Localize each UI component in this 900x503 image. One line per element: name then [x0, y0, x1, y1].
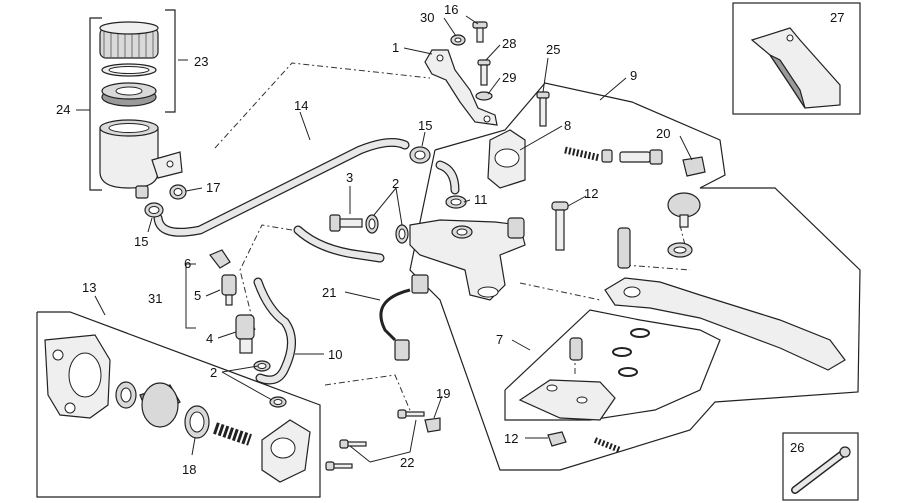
callout-23: 23 — [194, 54, 208, 69]
callout-25: 25 — [546, 42, 560, 57]
callout-4: 4 — [206, 331, 213, 346]
clamp-and-bolt — [487, 91, 550, 189]
callout-16: 16 — [444, 2, 458, 17]
callout-1: 1 — [392, 40, 399, 55]
callout-3: 3 — [346, 170, 353, 185]
clutch-master-body — [409, 217, 526, 301]
fluid-reservoir — [99, 21, 183, 199]
leader-lines — [76, 15, 693, 463]
clutch-switch — [379, 274, 429, 361]
callout-10: 10 — [328, 347, 342, 362]
inset-bracket — [750, 27, 841, 109]
callout-12: 12 — [504, 431, 518, 446]
callout-29: 29 — [502, 70, 516, 85]
banjo-fitting — [435, 160, 467, 209]
inset-strap — [791, 446, 851, 494]
master-cylinder — [44, 334, 311, 483]
inset-box-26 — [782, 432, 859, 501]
callout-2: 2 — [210, 365, 217, 380]
callout-7: 7 — [496, 332, 503, 347]
callout-18: 18 — [182, 462, 196, 477]
callout-15: 15 — [418, 118, 432, 133]
callout-21: 21 — [322, 285, 336, 300]
callout-31: 31 — [148, 291, 162, 306]
callout-5: 5 — [194, 288, 201, 303]
callout-14: 14 — [294, 98, 308, 113]
reservoir-hose — [153, 137, 410, 237]
callout-13: 13 — [82, 280, 96, 295]
callout-28: 28 — [502, 36, 516, 51]
callout-11: 11 — [474, 192, 488, 207]
callout-9: 9 — [630, 68, 637, 83]
callout-26: 26 — [790, 440, 804, 455]
callout-12: 12 — [584, 186, 598, 201]
callout-6: 6 — [184, 256, 191, 271]
inset-box-27 — [732, 2, 861, 115]
clutch-lever — [518, 192, 846, 453]
reference-lines — [214, 62, 691, 416]
pipe-assembly — [209, 225, 385, 408]
bleed-screw-and-washers — [329, 214, 409, 244]
group-outlines — [36, 2, 861, 501]
screws-and-cap — [325, 409, 441, 471]
mounting-bracket — [424, 21, 498, 126]
callout-27: 27 — [830, 10, 844, 25]
callout-8: 8 — [564, 118, 571, 133]
callout-22: 22 — [400, 455, 414, 470]
callout-30: 30 — [420, 10, 434, 25]
callout-20: 20 — [656, 126, 670, 141]
callout-2: 2 — [392, 176, 399, 191]
switch-parts — [564, 146, 706, 177]
callout-17: 17 — [206, 180, 220, 195]
callout-15: 15 — [134, 234, 148, 249]
callout-labels: 1 2 2 3 4 5 6 7 8 9 10 11 12 12 13 14 15… — [56, 2, 844, 477]
callout-19: 19 — [436, 386, 450, 401]
hose-clamps — [144, 146, 431, 218]
callout-24: 24 — [56, 102, 70, 117]
